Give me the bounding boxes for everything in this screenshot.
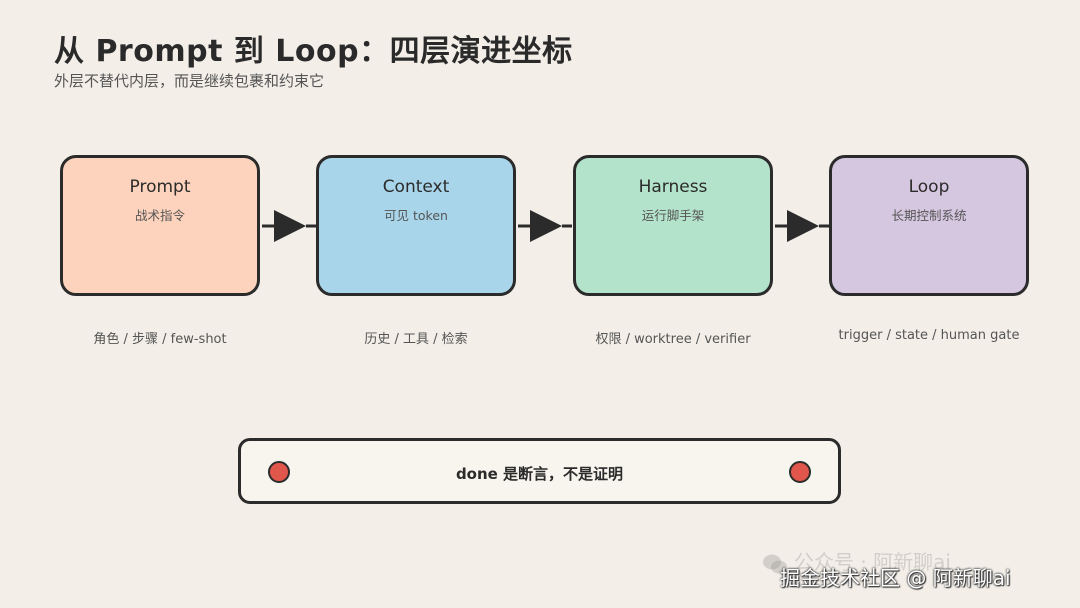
layer-name: Loop	[908, 177, 950, 197]
red-dot-icon	[268, 461, 290, 483]
layer-caption-loop: trigger / state / human gate	[838, 328, 1020, 343]
page-subtitle: 外层不替代内层，而是继续包裹和约束它	[54, 72, 325, 90]
layer-caption-context: 历史 / 工具 / 检索	[364, 332, 468, 347]
watermark-line1: 公众号 · 阿新聊ai	[794, 550, 951, 574]
page-title: 从 Prompt 到 Loop：四层演进坐标	[54, 34, 573, 69]
layer-caption-prompt: 角色 / 步骤 / few-shot	[93, 332, 227, 347]
arrow-right-icon	[262, 210, 316, 242]
watermark-official-account: 公众号 · 阿新聊ai	[762, 546, 951, 575]
layer-desc: 可见 token	[384, 208, 448, 223]
layer-desc: 战术指令	[134, 208, 185, 223]
layer-desc: 运行脚手架	[641, 208, 705, 223]
layer-name: Prompt	[129, 177, 191, 197]
watermark-juejin: 掘金技术社区 @ 阿新聊ai	[780, 566, 1011, 590]
wechat-icon	[763, 554, 787, 573]
layer-box-prompt: Prompt 战术指令	[60, 155, 260, 296]
layer-name: Context	[382, 177, 450, 197]
statement-text: done 是断言，不是证明	[455, 465, 624, 483]
red-dot-icon	[789, 461, 811, 483]
layer-desc: 长期控制系统	[891, 208, 967, 223]
layer-box-loop: Loop 长期控制系统	[829, 155, 1029, 296]
arrow-right-icon	[518, 210, 572, 242]
layer-name: Harness	[638, 177, 708, 197]
layer-caption-harness: 权限 / worktree / verifier	[595, 332, 751, 347]
layer-box-harness: Harness 运行脚手架	[573, 155, 773, 296]
layer-box-context: Context 可见 token	[316, 155, 516, 296]
arrow-right-icon	[775, 210, 829, 242]
statement-bar: done 是断言，不是证明	[238, 438, 841, 504]
